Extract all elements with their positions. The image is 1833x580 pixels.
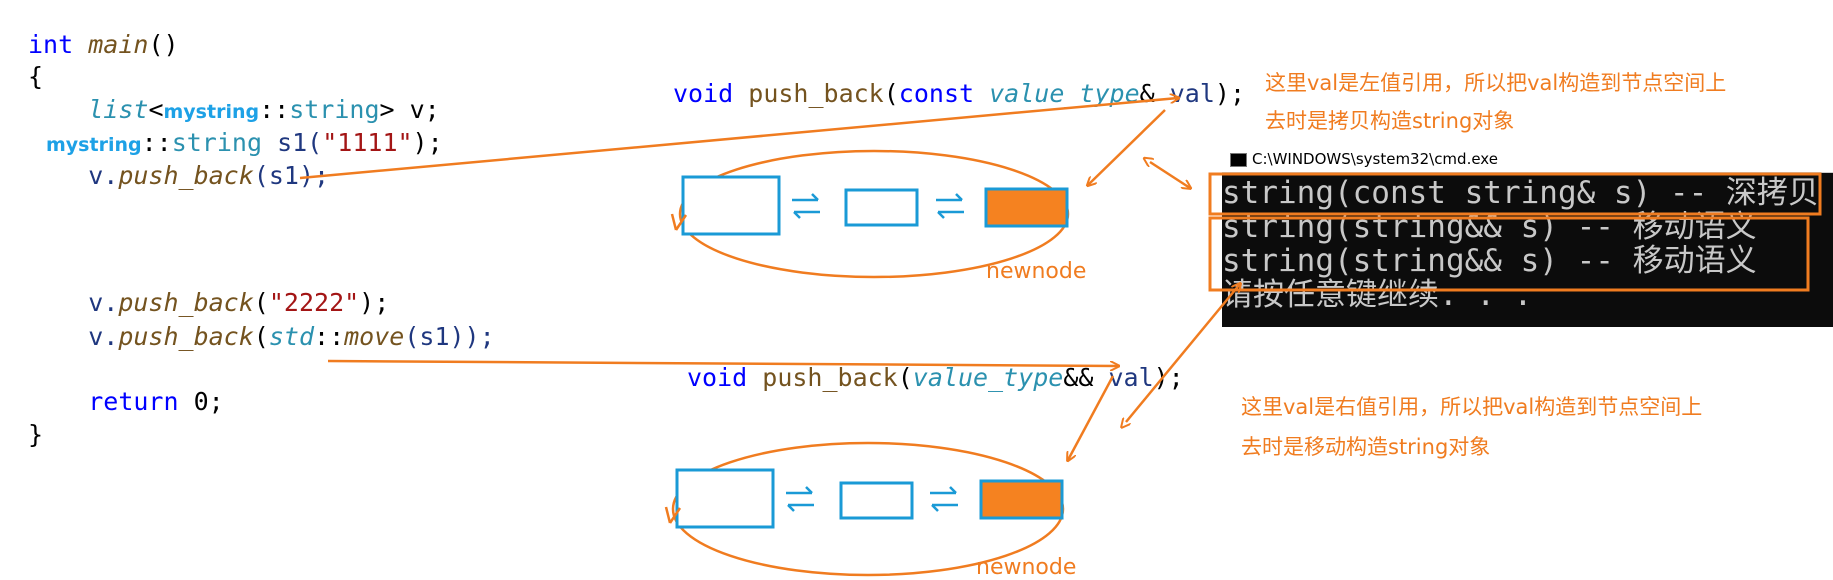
arrow-move-to-newnode — [1068, 375, 1115, 460]
namespace-mystring: mystring — [163, 101, 260, 123]
type-string: string — [171, 128, 263, 157]
loop-arrowhead-top — [670, 213, 688, 231]
literal-2222: "2222" — [268, 288, 360, 317]
code-string-decl: mystring::string s1("1111"); — [46, 128, 443, 157]
arrow-call-to-copy-signature — [299, 98, 1178, 180]
note-copy-line1: 这里val是左值引用，所以把val构造到节点空间上 — [1265, 71, 1727, 95]
code-return: return 0; — [88, 387, 224, 416]
new-node-top — [984, 187, 1069, 228]
function-move: move — [344, 322, 405, 351]
namespace-mystring: mystring — [46, 134, 142, 156]
cmd-line-4: 请按任意键继续. . . — [1222, 277, 1533, 313]
type-string: string — [289, 95, 380, 124]
arrow-call-to-move-signature — [327, 359, 1118, 366]
arrow-copy-to-cmd — [1150, 162, 1190, 188]
main-parens: () — [148, 30, 179, 59]
link-arrows-top-1 — [792, 193, 820, 219]
head-node-bottom — [675, 468, 775, 529]
cmd-title: C:\WINDOWS\system32\cmd.exe — [1252, 150, 1498, 168]
code-push-back-s1: v.push_back(s1); — [88, 161, 330, 190]
note-copy: 这里val是左值引用，所以把val构造到节点空间上 去时是拷贝构造string对… — [1265, 67, 1825, 147]
cmd-line-1: string(const string& s) -- 深拷贝 — [1222, 175, 1819, 211]
note-move-line1: 这里val是右值引用，所以把val构造到节点空间上 — [1241, 395, 1703, 419]
code-close-brace: } — [28, 420, 44, 449]
code-main-decl: int main() — [28, 30, 179, 60]
keyword-int: int — [28, 30, 74, 59]
code-open-brace: { — [28, 62, 44, 91]
note-move-line2: 去时是移动构造string对象 — [1241, 435, 1491, 459]
head-node-top — [681, 175, 781, 236]
namespace-std: std — [268, 322, 315, 351]
function-main: main — [88, 30, 149, 59]
arrow-move-to-cmd — [1126, 284, 1240, 422]
keyword-return: return — [88, 387, 179, 416]
note-copy-line2: 去时是拷贝构造string对象 — [1265, 109, 1515, 133]
arrow-copy-to-newnode — [1088, 109, 1166, 185]
highlight-move-output — [1208, 216, 1810, 292]
function-push-back: push_back — [118, 288, 254, 317]
type-list: list — [88, 95, 149, 124]
new-node-bottom — [979, 479, 1064, 520]
code-push-back-2222: v.push_back("2222"); — [88, 288, 390, 317]
function-push-back: push_back — [118, 322, 254, 351]
cmd-icon — [1230, 153, 1247, 167]
cmd-line-3: string(string&& s) -- 移动语义 — [1222, 243, 1757, 279]
newnode-label-top: newnode — [986, 259, 1087, 284]
note-move: 这里val是右值引用，所以把val构造到节点空间上 去时是移动构造string对… — [1241, 391, 1801, 471]
middle-node-top — [844, 188, 919, 227]
link-arrows-top-2 — [936, 193, 964, 219]
code-push-back-move: v.push_back(std::move(s1)); — [88, 322, 495, 351]
literal-1111: "1111" — [322, 128, 413, 157]
middle-node-bottom — [839, 481, 914, 520]
loop-arrowhead-bottom — [664, 506, 682, 524]
code-list-decl: list<mystring::string> v; — [88, 95, 440, 124]
link-arrows-bottom-2 — [930, 486, 958, 512]
highlight-copy-output — [1208, 172, 1822, 216]
cmd-line-2: string(string&& s) -- 移动语义 — [1222, 209, 1757, 245]
link-arrows-bottom-1 — [786, 486, 814, 512]
signature-copy: void push_back(const value_type& val); — [673, 79, 1246, 108]
cmd-title-bar: C:\WINDOWS\system32\cmd.exe — [1222, 146, 1833, 173]
function-push-back: push_back — [118, 161, 254, 190]
cmd-window: C:\WINDOWS\system32\cmd.exe string(const… — [1222, 146, 1833, 327]
